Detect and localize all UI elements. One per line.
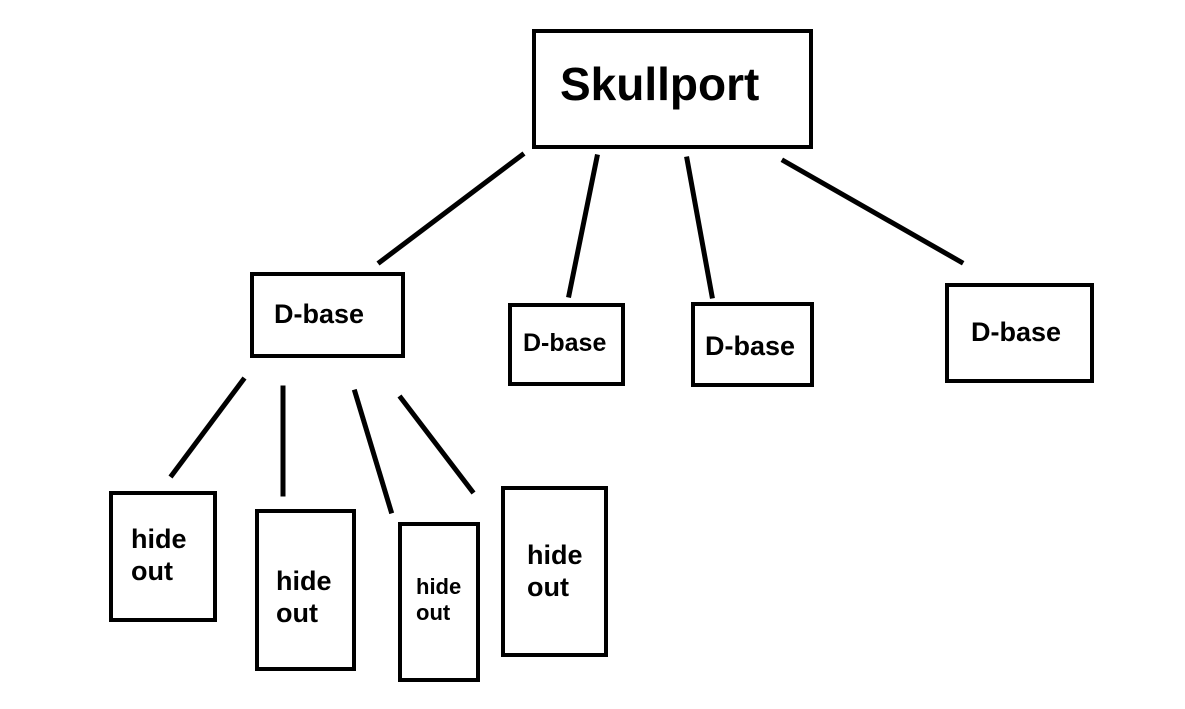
dbase-node-label: D-base [971,317,1062,347]
connector-root-to-dbase-2 [566,154,600,298]
connector-root-to-dbase-1 [376,151,526,266]
hideout-node-label: hide out [131,524,187,587]
root-node-label: Skullport [560,58,760,110]
hideout-node-label: hide out [527,540,583,603]
hideout-node-2: hide out [255,509,356,671]
connector-dbase-1-to-hide-3 [351,388,395,515]
connector-dbase-1-to-hide-1 [168,376,247,479]
root-node-skullport: Skullport [532,29,813,149]
hideout-node-label: hide out [416,574,462,626]
dbase-node-label: D-base [523,329,607,357]
dbase-node-2: D-base [508,303,625,386]
hideout-node-1: hide out [109,491,217,622]
connector-root-to-dbase-3 [684,156,715,299]
dbase-node-label: D-base [705,331,796,361]
hideout-node-4: hide out [501,486,608,657]
connector-dbase-1-to-hide-4 [397,394,476,495]
dbase-node-3: D-base [691,302,814,387]
dbase-node-4: D-base [945,283,1094,383]
dbase-node-label: D-base [274,299,365,329]
hideout-node-3: hide out [398,522,480,682]
hideout-node-label: hide out [276,566,332,629]
dbase-node-1: D-base [250,272,405,358]
connector-root-to-dbase-4 [780,157,965,266]
